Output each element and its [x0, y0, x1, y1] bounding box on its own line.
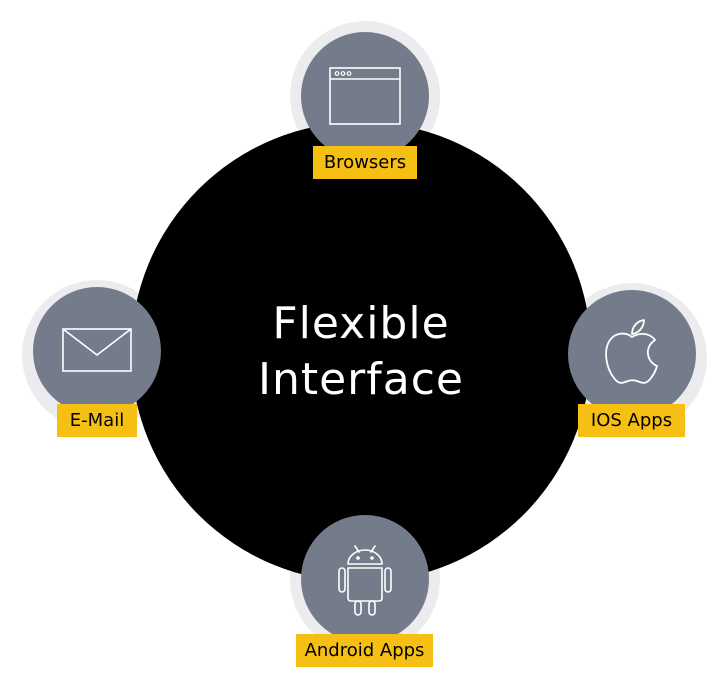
hub-title-line-2: Interface — [258, 354, 464, 405]
ios-node — [568, 290, 696, 418]
android-node — [301, 515, 429, 643]
email-label: E-Mail — [57, 404, 137, 437]
hub-title-line-1: Flexible — [272, 298, 450, 349]
hub-title: Flexible Interface — [131, 122, 591, 582]
envelope-icon — [33, 287, 161, 415]
android-label: Android Apps — [296, 634, 433, 667]
browsers-node — [301, 32, 429, 160]
email-node — [33, 287, 161, 415]
ios-label: IOS Apps — [578, 404, 685, 437]
apple-icon — [568, 290, 696, 418]
central-hub-circle — [131, 122, 591, 582]
browsers-label: Browsers — [313, 146, 417, 179]
android-icon — [301, 515, 429, 643]
browser-window-icon — [301, 32, 429, 160]
